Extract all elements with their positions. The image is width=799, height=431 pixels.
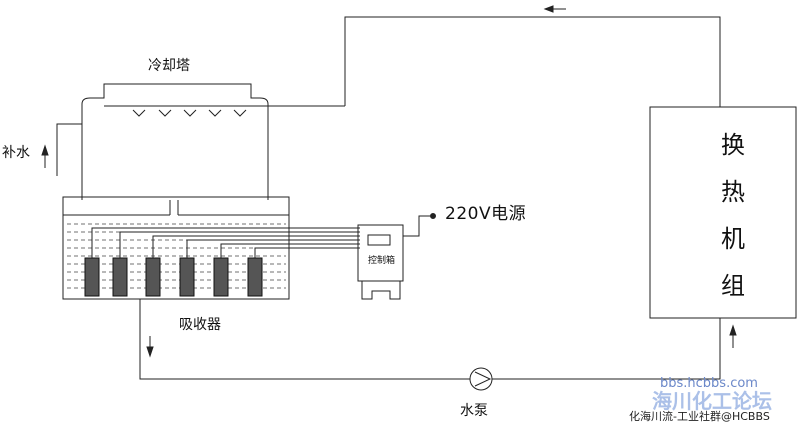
heat-exchanger-char: 换 bbox=[721, 131, 745, 159]
heat-exchanger-char: 组 bbox=[721, 272, 745, 300]
heat-exchanger-char: 热 bbox=[721, 178, 745, 206]
water-pump-symbol bbox=[469, 367, 493, 391]
flow-arrows bbox=[41, 5, 737, 358]
watermark-forum-name: 海川化工论坛 bbox=[652, 389, 772, 413]
watermark-url: bbs.hcbbs.com bbox=[660, 376, 758, 391]
heat-exchanger-label: 换 热 机 组 bbox=[720, 122, 746, 310]
heat-exchanger-unit bbox=[649, 106, 797, 319]
absorber-label: 吸收器 bbox=[179, 317, 221, 333]
control-box-label: 控制箱 bbox=[368, 256, 396, 266]
cooling-tower-label: 冷却塔 bbox=[148, 58, 190, 74]
piping-loop bbox=[56, 16, 721, 380]
control-box bbox=[357, 213, 436, 300]
makeup-water-label: 补水 bbox=[2, 145, 30, 161]
water-pump-label: 水泵 bbox=[460, 403, 488, 419]
power-supply-label: 220V电源 bbox=[445, 204, 527, 224]
watermark-credit: 化海川流-工业社群@HCBBS bbox=[629, 410, 770, 423]
heat-exchanger-char: 机 bbox=[721, 225, 745, 253]
absorber-tank bbox=[62, 196, 360, 300]
cooling-tower bbox=[81, 83, 345, 200]
